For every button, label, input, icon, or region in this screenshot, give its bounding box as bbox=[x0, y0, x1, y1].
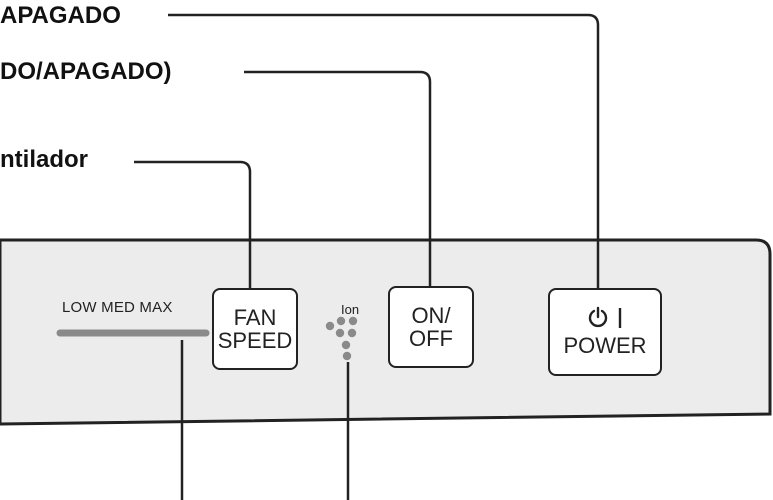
callout-onoff-label: DO/APAGADO) bbox=[0, 58, 172, 85]
power-button-label: POWER bbox=[563, 333, 647, 359]
fan-button-line1: FAN bbox=[233, 304, 277, 330]
leader-line-power bbox=[168, 13, 600, 288]
onoff-button-line1: ON/ bbox=[411, 302, 451, 328]
speed-level-labels: LOW MED MAX bbox=[62, 299, 173, 316]
fan-speed-button[interactable]: FAN SPEED bbox=[212, 288, 298, 370]
control-panel-body bbox=[0, 238, 772, 426]
power-icon bbox=[588, 307, 608, 328]
power-button[interactable]: POWER bbox=[548, 288, 662, 376]
ion-on-off-button[interactable]: ON/ OFF bbox=[388, 286, 474, 368]
leader-line-onoff bbox=[244, 70, 432, 286]
callout-fan-label: ntilador bbox=[0, 146, 88, 173]
ion-label: Ion bbox=[341, 302, 360, 317]
power-bar-icon bbox=[618, 308, 622, 329]
callout-power-label: APAGADO bbox=[0, 2, 121, 29]
fan-button-line2: SPEED bbox=[217, 328, 293, 353]
ion-icon bbox=[325, 316, 358, 361]
onoff-button-line2: OFF bbox=[409, 326, 453, 351]
leader-line-fan bbox=[134, 160, 252, 288]
